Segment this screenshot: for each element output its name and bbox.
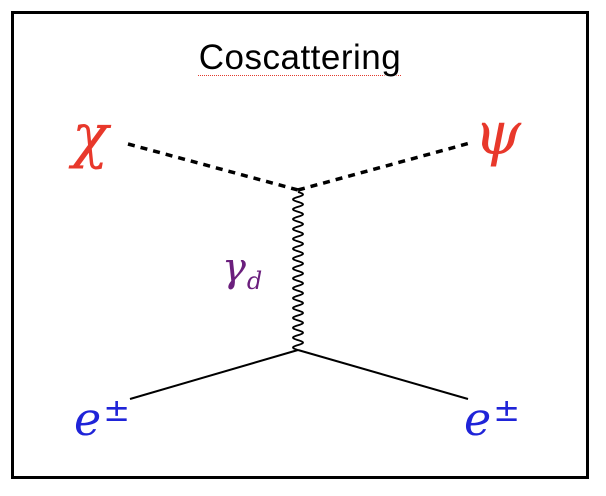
electron-right-label: e± xyxy=(464,391,521,446)
electron-right-line xyxy=(297,349,469,400)
psi-propagator xyxy=(297,141,471,192)
chi-label: χ xyxy=(72,101,109,171)
psi-label: ψ xyxy=(474,99,522,169)
dark-photon-propagator xyxy=(292,191,304,351)
electron-left-label: e± xyxy=(74,391,131,446)
electron-left-line xyxy=(129,349,299,400)
dark-photon-label: γd xyxy=(222,245,263,295)
diagram-title: Coscattering xyxy=(0,38,600,78)
diagram-title-text: Coscattering xyxy=(198,38,402,77)
chi-propagator xyxy=(127,142,299,192)
